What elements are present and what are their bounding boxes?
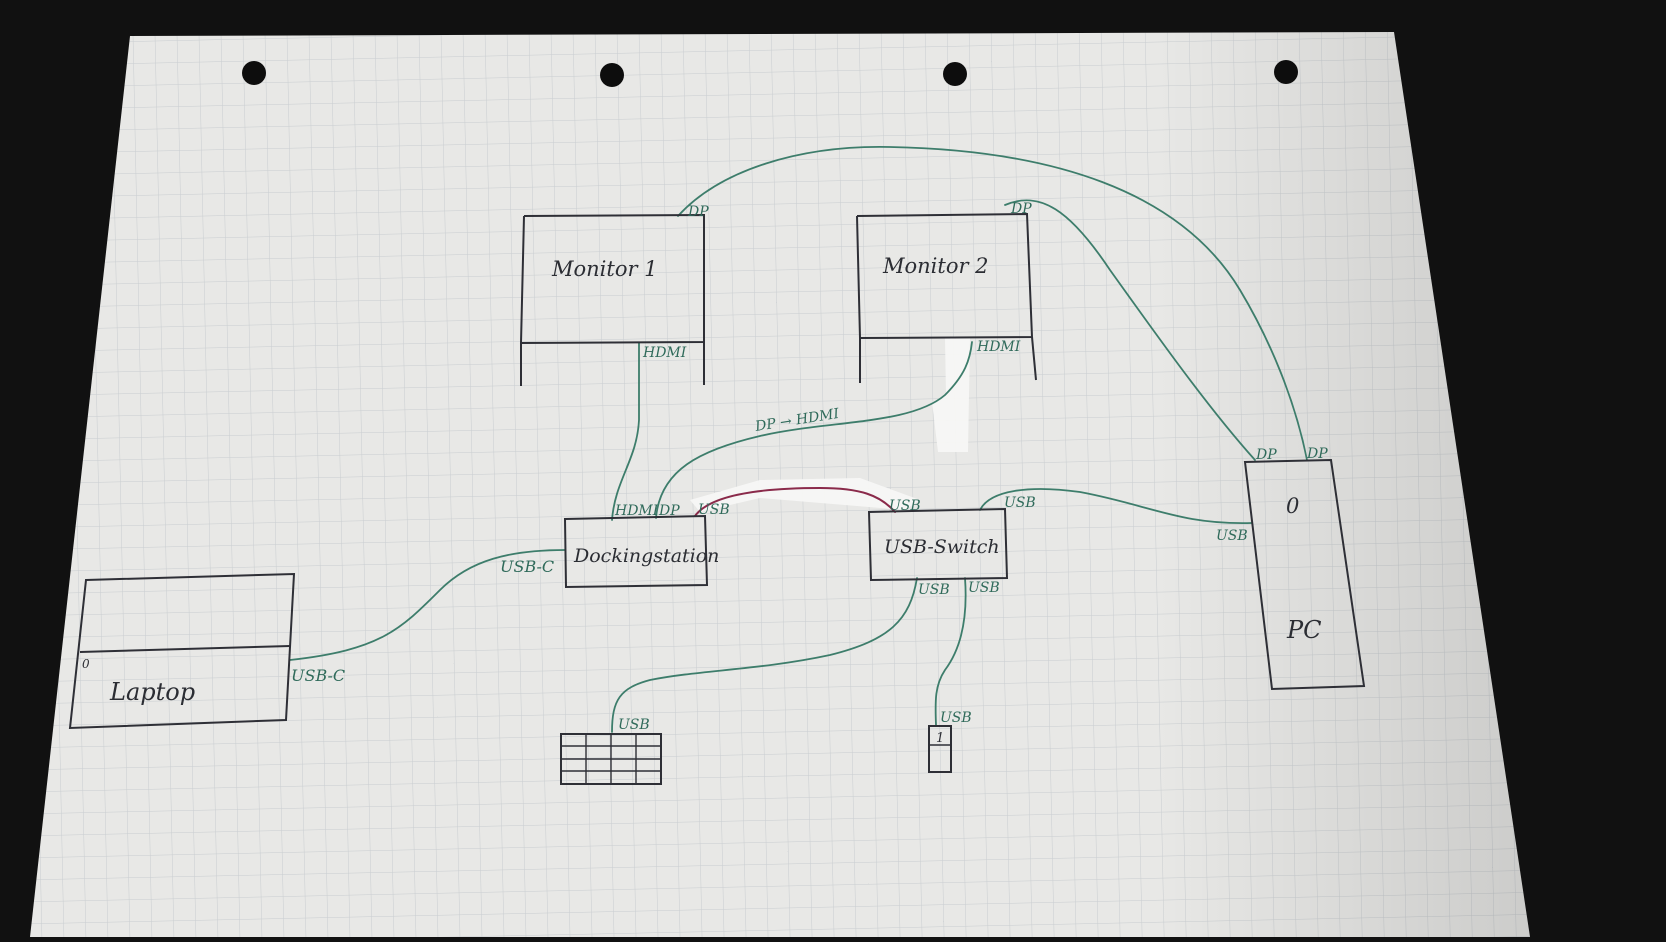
port-switch-usb-in: USB	[889, 498, 921, 514]
cable-switch-usb-to-keyboard	[611, 577, 918, 733]
port-monitor2-dp: DP	[1010, 201, 1032, 217]
port-switch-usb-kb: USB	[918, 582, 950, 598]
tape-patch	[932, 338, 970, 452]
mouse: 1	[928, 725, 952, 773]
monitor-1: Monitor 1	[519, 213, 705, 386]
port-pc-dp-left: DP	[1255, 447, 1277, 463]
usb-switch-label: USB-Switch	[884, 536, 1000, 558]
laptop-label: Laptop	[109, 678, 195, 706]
cable-dock-dp-to-monitor2-hdmi	[655, 341, 973, 519]
mouse-button-label: 1	[936, 731, 944, 746]
cable-switch-usb-to-pc	[979, 488, 1253, 525]
monitor-2: Monitor 2	[856, 212, 1037, 383]
port-dock-hdmi: HDMI	[614, 503, 659, 519]
port-keyboard-usb: USB	[618, 717, 650, 733]
dockingstation: Dockingstation	[563, 514, 719, 589]
port-pc-dp-right: DP	[1306, 446, 1328, 462]
port-switch-usb-pc: USB	[1004, 495, 1036, 511]
port-mouse-usb: USB	[940, 710, 972, 726]
port-monitor1-dp: DP	[687, 204, 709, 220]
cable-monitor1-hdmi-to-dock	[611, 342, 640, 521]
pc-power-label: 0	[1286, 494, 1299, 518]
port-dock-usb: USB	[698, 502, 730, 518]
cable-switch-usb-to-mouse	[934, 577, 967, 726]
port-switch-usb-mouse: USB	[968, 580, 1000, 596]
port-monitor2-hdmi: HDMI	[976, 339, 1021, 355]
port-pc-usb: USB	[1216, 528, 1248, 544]
pc-label: PC	[1286, 616, 1322, 644]
monitor-1-label: Monitor 1	[551, 257, 658, 281]
cable-monitor1-dp-to-pc	[677, 146, 1308, 461]
port-dock-dp: DP	[658, 503, 680, 519]
cable-dock-usb-to-switch	[694, 486, 896, 517]
cable-dock-usbc-to-laptop	[289, 549, 566, 661]
punch-hole	[943, 62, 967, 86]
keyboard	[560, 733, 662, 785]
laptop-power-label: 0	[82, 657, 90, 671]
punch-hole	[242, 61, 266, 85]
port-laptop-usbc: USB-C	[291, 666, 345, 685]
monitor-2-label: Monitor 2	[882, 254, 989, 278]
cable-monitor2-dp-to-pc	[1004, 199, 1256, 461]
dockingstation-label: Dockingstation	[573, 545, 719, 567]
usb-switch: USB-Switch	[867, 507, 1009, 582]
port-dock-usbc: USB-C	[500, 557, 554, 576]
port-monitor1-hdmi: HDMI	[642, 345, 687, 361]
laptop: 0 Laptop	[68, 572, 296, 730]
tape-patch	[690, 478, 920, 512]
punch-hole	[600, 63, 624, 87]
pc: 0 PC	[1243, 458, 1366, 691]
punch-hole	[1274, 60, 1298, 84]
